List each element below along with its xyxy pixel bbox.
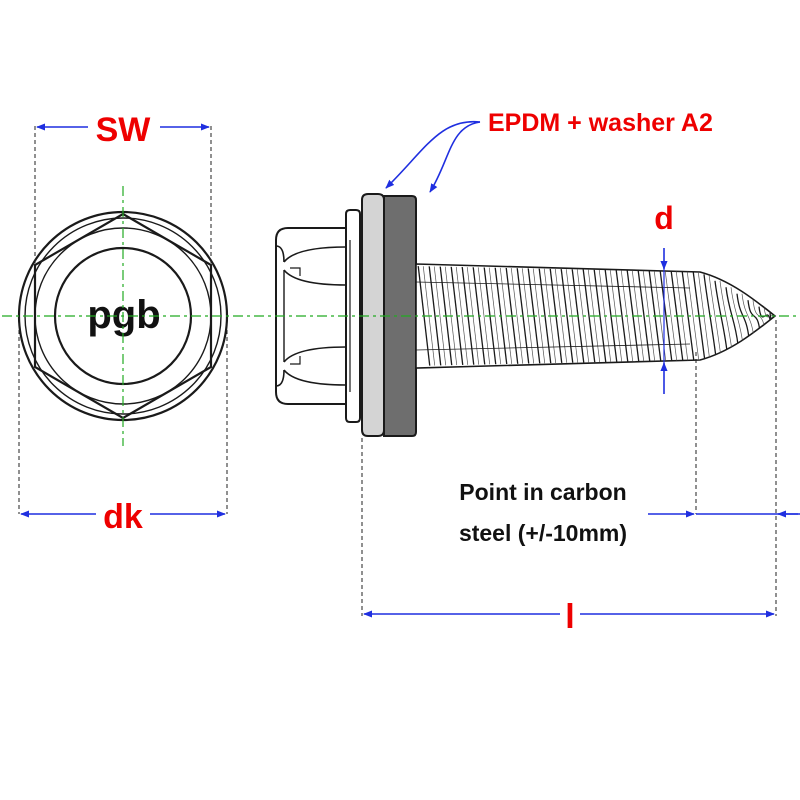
d-label: d bbox=[654, 200, 674, 236]
dk-label: dk bbox=[103, 498, 143, 536]
thread-root bbox=[708, 274, 722, 358]
dk-dimension: dk bbox=[18, 316, 228, 536]
hex-facet-lower bbox=[283, 346, 347, 363]
thread-root bbox=[477, 266, 491, 366]
thread-crest bbox=[637, 268, 651, 364]
thread-root bbox=[433, 266, 447, 366]
hex-corner-top bbox=[275, 245, 285, 263]
washer-note: EPDM + washer A2 bbox=[488, 109, 713, 137]
logo-mark: pgb bbox=[87, 293, 160, 337]
thread-crest bbox=[560, 267, 574, 365]
thread-crest bbox=[582, 267, 596, 365]
point-note-line1: Point in carbon bbox=[459, 479, 626, 505]
metal-washer bbox=[361, 193, 385, 437]
sw-label: SW bbox=[96, 111, 152, 149]
thread-root bbox=[686, 269, 700, 363]
hex-notch-upper bbox=[290, 267, 301, 276]
hex-facet-lower-2 bbox=[283, 369, 347, 386]
l-dimension: l bbox=[361, 320, 777, 636]
washer-leader-1 bbox=[385, 120, 481, 189]
thread-root bbox=[455, 266, 469, 366]
thread-crest bbox=[659, 269, 673, 363]
hex-facet-upper bbox=[283, 246, 347, 263]
thread-root bbox=[554, 266, 568, 366]
thread-root bbox=[532, 266, 546, 366]
point-note-line2: steel (+/-10mm) bbox=[459, 520, 627, 546]
thread-crest bbox=[615, 268, 629, 364]
thread-crest bbox=[769, 310, 775, 322]
washer-callout: EPDM + washer A2 bbox=[385, 109, 713, 193]
shank-core-bottom bbox=[415, 343, 691, 351]
screw-side-view bbox=[275, 193, 777, 437]
shank-core-top bbox=[415, 281, 691, 289]
sw-dimension: SW bbox=[34, 111, 212, 265]
thread-root bbox=[510, 266, 524, 366]
l-label: l bbox=[565, 598, 574, 636]
epdm-seal bbox=[383, 195, 417, 437]
hex-corner-bottom bbox=[275, 369, 285, 387]
hex-notch-lower bbox=[290, 356, 301, 365]
thread-root bbox=[664, 269, 678, 363]
hex-facet-upper-2 bbox=[283, 269, 347, 286]
thread-crest bbox=[538, 266, 552, 366]
d-dimension: d bbox=[654, 200, 674, 394]
point-dimension: Point in carbon steel (+/-10mm) bbox=[459, 352, 800, 546]
washer-leader-2 bbox=[429, 121, 481, 193]
thread-crest bbox=[428, 266, 442, 366]
